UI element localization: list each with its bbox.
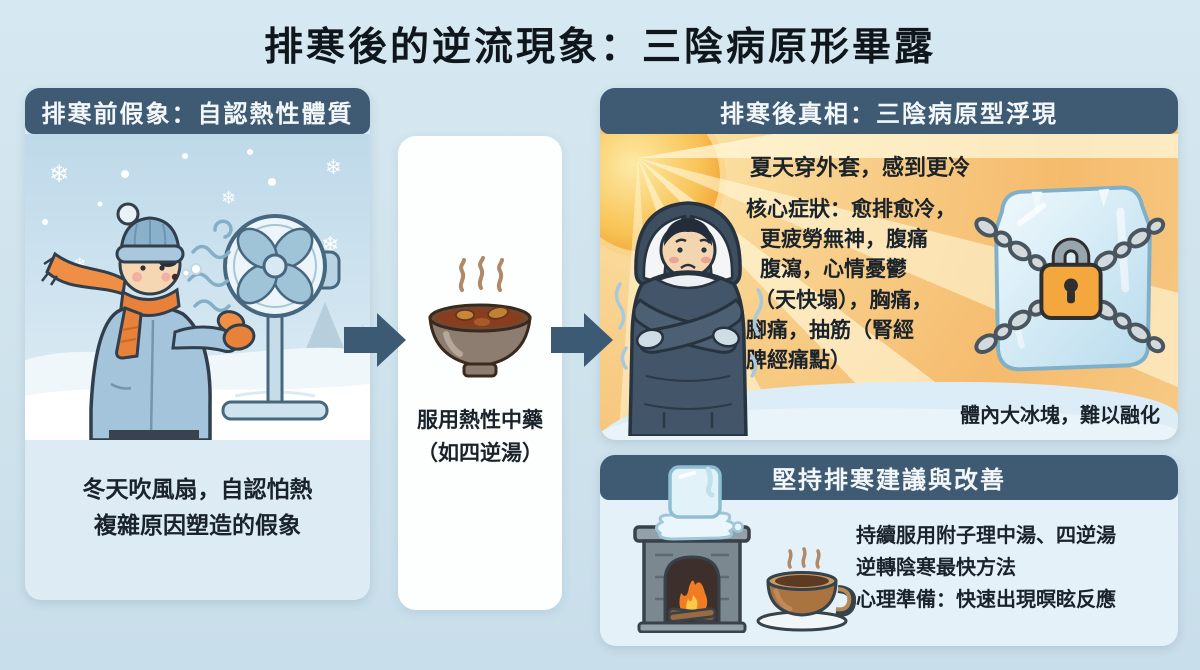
remedy-step-card: 服用熱性中藥 （如四逆湯） bbox=[398, 136, 562, 610]
arrow-right-icon bbox=[344, 311, 406, 369]
symptom-line: （天快塌），胸痛， bbox=[754, 287, 933, 312]
symptom-line: 腹瀉，心情憂鬱 bbox=[760, 257, 907, 282]
melting-ice-cube-icon bbox=[650, 461, 746, 545]
middle-caption-line1: 服用熱性中藥 bbox=[417, 408, 543, 432]
symptom-text-block: 夏天穿外套，感到更冷 核心症狀：愈排愈冷， 更疲勞無神，腹痛 腹瀉，心情憂鬱 （… bbox=[746, 150, 1004, 375]
steam-icon bbox=[458, 256, 504, 292]
symptom-line: 核心症狀：愈排愈冷， bbox=[746, 197, 956, 221]
steam-icon bbox=[787, 547, 821, 569]
after-detox-header: 排寒後真相：三陰病原型浮現 bbox=[600, 88, 1178, 134]
ice-caption: 體內大冰塊，難以融化 bbox=[960, 403, 1160, 427]
wind-lines bbox=[187, 219, 233, 313]
advice-line: 持續服用附子理中湯、四逆湯 bbox=[856, 523, 1116, 547]
after-detox-body: 夏天穿外套，感到更冷 核心症狀：愈排愈冷， 更疲勞無神，腹痛 腹瀉，心情憂鬱 （… bbox=[600, 134, 1178, 440]
winter-person bbox=[41, 202, 256, 440]
left-caption-line2: 複雜原因塑造的假象 bbox=[94, 512, 301, 539]
advice-text-block: 持續服用附子理中湯、四逆湯 逆轉陰寒最快方法 心理準備：快速出現暝眩反應 bbox=[856, 519, 1168, 615]
middle-caption: 服用熱性中藥 （如四逆湯） bbox=[398, 404, 562, 469]
after-detox-header-label: 排寒後真相：三陰病原型浮現 bbox=[720, 99, 1058, 128]
winter-fan-illustration: ❄ ❄ ❄ ❄ ❄ bbox=[25, 134, 370, 440]
advice-panel: 堅持排寒建議與改善 bbox=[600, 455, 1178, 646]
winter-scene: ❄ ❄ ❄ ❄ ❄ bbox=[25, 134, 370, 440]
symptom-line: 脾經痛點） bbox=[746, 348, 851, 373]
before-detox-header-label: 排寒前假象：自認熱性體質 bbox=[41, 99, 354, 128]
symptom-line: 腳痛，抽筋（腎經 bbox=[746, 317, 914, 342]
shivering-person-icon bbox=[606, 172, 774, 436]
advice-line: 逆轉陰寒最快方法 bbox=[856, 555, 1016, 579]
symptom-highlight: 夏天穿外套，感到更冷 bbox=[750, 156, 971, 181]
advice-header-label: 堅持排寒建議與改善 bbox=[772, 466, 1006, 494]
after-detox-panel: 排寒後真相：三陰病原型浮現 bbox=[600, 88, 1178, 440]
before-detox-panel: 排寒前假象：自認熱性體質 ❄ ❄ ❄ ❄ ❄ bbox=[25, 88, 370, 600]
svg-text:❄: ❄ bbox=[325, 155, 342, 179]
coffee-cup-icon bbox=[752, 543, 856, 633]
fan-icon bbox=[221, 214, 341, 421]
middle-caption-line2: （如四逆湯） bbox=[417, 440, 543, 465]
arrow-right-icon bbox=[551, 311, 613, 369]
page-title: 排寒後的逆流現象：三陰病原形畢露 bbox=[263, 25, 936, 70]
before-detox-header: 排寒前假象：自認熱性體質 bbox=[25, 88, 370, 134]
soup-bowl-icon bbox=[420, 256, 540, 396]
symptom-line: 更疲勞無神，腹痛 bbox=[760, 227, 928, 252]
advice-line: 心理準備：快速出現暝眩反應 bbox=[856, 587, 1116, 611]
left-caption: 冬天吹風扇，自認怕熱 複雜原因塑造的假象 bbox=[25, 473, 370, 544]
svg-text:❄: ❄ bbox=[49, 160, 69, 188]
left-caption-line1: 冬天吹風扇，自認怕熱 bbox=[82, 477, 313, 503]
svg-text:❄: ❄ bbox=[221, 188, 236, 209]
chained-ice-cube-icon bbox=[972, 170, 1170, 392]
